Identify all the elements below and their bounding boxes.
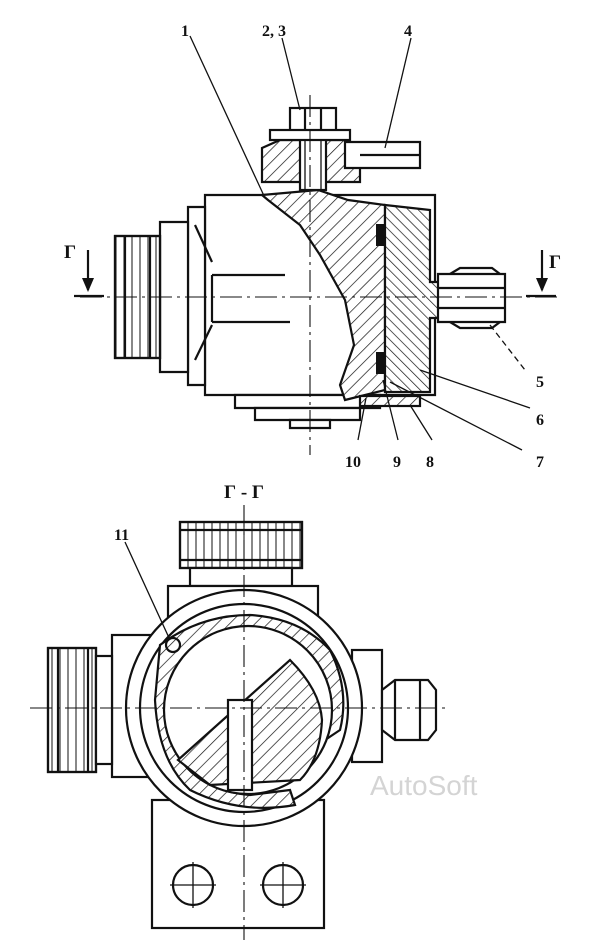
left-connector [46,646,114,774]
section-view: Г - Г [30,482,450,940]
detent-ball [164,636,182,654]
callout-10: 10 [345,454,361,471]
leader-11 [124,541,171,641]
callout-9: 9 [393,454,401,471]
callout-6: 6 [536,412,544,429]
callout-1: 1 [181,23,189,40]
callout-5: 5 [536,374,544,391]
callout-2-3: 2, 3 [262,23,286,40]
top-connector [178,520,304,588]
callout-4: 4 [404,23,412,40]
watermark: AutoSoft [370,770,478,801]
plug-section [259,188,387,402]
section-mark-right: Г [526,250,561,298]
callout-7: 7 [536,454,544,471]
section-mark-left: Г [64,242,104,298]
plug-slot [226,698,254,792]
top-cap [260,106,422,192]
callout-11: 11 [114,527,129,544]
section-letter-right: Г [549,252,561,273]
section-title: Г - Г [224,482,264,503]
right-flange [383,203,507,394]
leader-lines-top [189,35,531,451]
section-letter-left: Г [64,242,76,263]
top-view: Г Г 1 2, 3 4 5 6 7 8 9 10 [64,23,561,471]
right-fitting [380,678,438,742]
callout-8: 8 [426,454,434,471]
